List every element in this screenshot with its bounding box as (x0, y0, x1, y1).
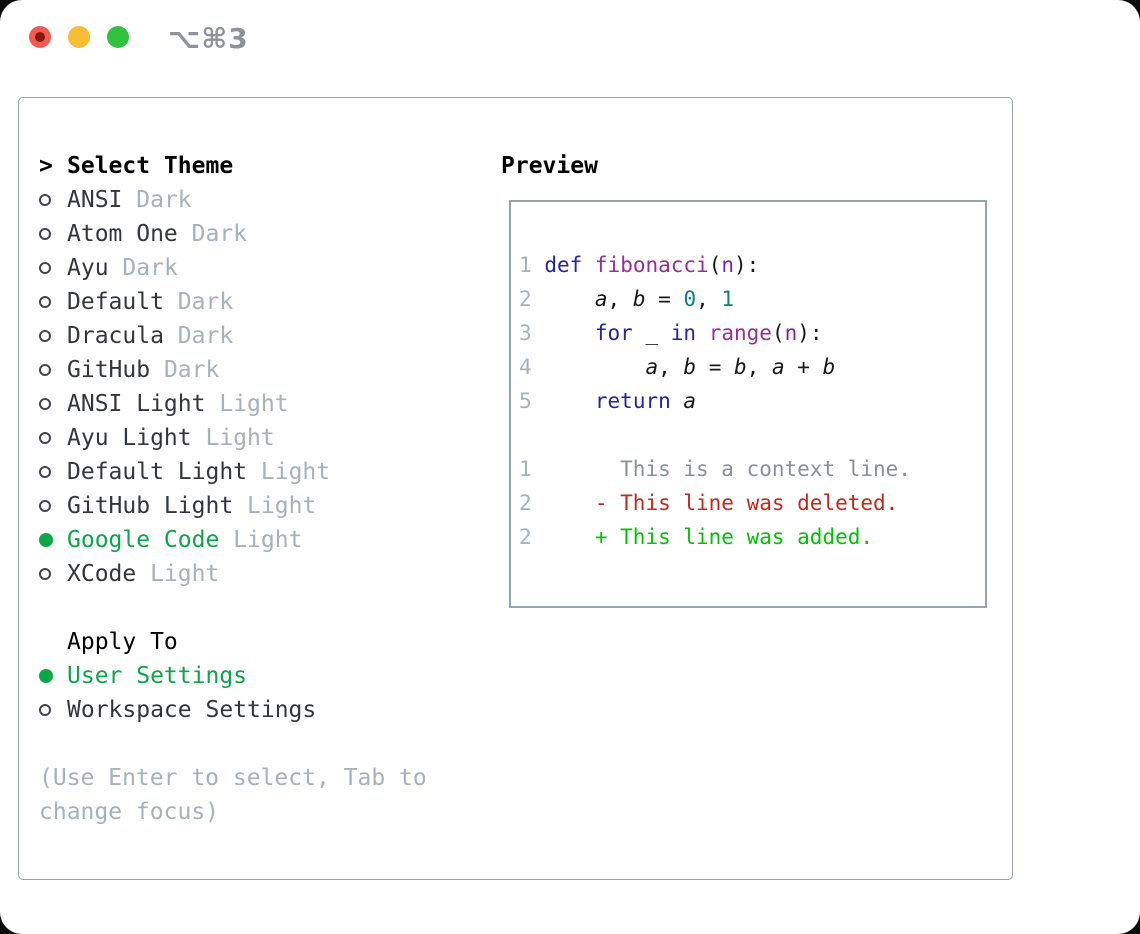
theme-item-default[interactable]: Default Dark (39, 285, 501, 319)
theme-item-ayu-light[interactable]: Ayu Light Light (39, 421, 501, 455)
apply-to-title: Apply To (67, 629, 178, 655)
theme-item-ansi[interactable]: ANSI Dark (39, 183, 501, 217)
line-number: 2 (519, 491, 532, 515)
code-line: 5 return a (519, 389, 697, 413)
apply-option-workspace-settings-label: Workspace Settings (67, 697, 317, 723)
theme-item-default-label: Default (67, 289, 164, 315)
theme-item-ayu-variant: Dark (122, 255, 178, 281)
code-line: 3 for _ in range(n): (519, 321, 823, 345)
theme-item-atom-one-variant: Dark (191, 221, 248, 247)
apply-option-user-settings-label: User Settings (67, 663, 248, 689)
theme-item-google-code-label: Google Code (67, 527, 220, 553)
line-number: 1 (519, 253, 532, 277)
preview-code: 1 def fibonacci(n): 2 a, b = 0, 1 3 for _ … (519, 248, 985, 418)
window-shortcut-label: ⌥⌘3 (168, 22, 249, 55)
theme-item-ansi-light[interactable]: ANSI Light Light (39, 387, 501, 421)
theme-item-ansi-variant: Dark (136, 187, 192, 213)
theme-item-default-variant: Dark (177, 289, 234, 315)
line-number: 1 (519, 457, 532, 481)
theme-item-github[interactable]: GitHub Dark (39, 353, 501, 387)
radio-icon (39, 296, 67, 308)
theme-item-github-light-variant: Light (247, 493, 317, 519)
minimize-button[interactable] (68, 26, 90, 48)
line-number: 3 (519, 321, 532, 345)
theme-item-xcode-label: XCode (67, 561, 137, 587)
preview-box: 1 def fibonacci(n): 2 a, b = 0, 1 3 for _ … (509, 200, 987, 608)
theme-item-ayu-light-label: Ayu Light (67, 425, 192, 451)
theme-item-github-light-label: GitHub Light (67, 493, 234, 519)
unsaved-dot-icon (35, 32, 45, 42)
help-line: change focus) (39, 799, 220, 825)
help-line: (Use Enter to select, Tab to (39, 765, 427, 791)
line-number: 4 (519, 355, 532, 379)
theme-item-atom-one-label: Atom One (67, 221, 178, 247)
theme-item-ayu-light-variant: Light (205, 425, 275, 451)
titlebar: ⌥⌘3 (0, 0, 1140, 74)
line-number: 5 (519, 389, 532, 413)
apply-option-user-settings[interactable]: User Settings (39, 659, 501, 693)
theme-item-google-code-variant: Light (233, 527, 303, 553)
theme-item-github-label: GitHub (67, 357, 151, 383)
theme-item-ansi-light-label: ANSI Light (67, 391, 206, 417)
radio-icon (39, 432, 67, 444)
diff-line-deleted: 2 - This line was deleted. (519, 491, 899, 515)
radio-selected-icon (39, 533, 67, 547)
radio-icon (39, 704, 67, 716)
radio-icon (39, 364, 67, 376)
theme-item-github-variant: Dark (163, 357, 220, 383)
theme-item-ansi-light-variant: Light (219, 391, 289, 417)
theme-item-atom-one[interactable]: Atom One Dark (39, 217, 501, 251)
theme-item-github-light[interactable]: GitHub Light Light (39, 489, 501, 523)
preview-panel: Preview 1 def fibonacci(n): 2 a, b = 0, 1… (501, 149, 988, 879)
theme-item-default-light-label: Default Light (67, 459, 248, 485)
line-number: 2 (519, 525, 532, 549)
code-line: 4 a, b = b, a + b (519, 355, 836, 379)
preview-title: Preview (501, 153, 598, 179)
fullscreen-button[interactable] (107, 26, 129, 48)
line-number: 2 (519, 287, 532, 311)
radio-icon (39, 194, 67, 206)
radio-icon (39, 262, 67, 274)
apply-option-workspace-settings[interactable]: Workspace Settings (39, 693, 501, 727)
theme-item-ayu[interactable]: Ayu Dark (39, 251, 501, 285)
radio-icon (39, 500, 67, 512)
theme-list-header-row: > Select Theme (39, 149, 501, 183)
radio-icon (39, 568, 67, 580)
preview-blank-line (519, 418, 985, 452)
theme-item-dracula[interactable]: Dracula Dark (39, 319, 501, 353)
theme-item-dracula-label: Dracula (67, 323, 164, 349)
close-button[interactable] (29, 26, 51, 48)
diff-line-added: 2 + This line was added. (519, 525, 874, 549)
radio-icon (39, 228, 67, 240)
theme-item-xcode[interactable]: XCode Light (39, 557, 501, 591)
theme-item-dracula-variant: Dark (177, 323, 234, 349)
code-line: 2 a, b = 0, 1 (519, 287, 735, 311)
radio-selected-icon (39, 669, 67, 683)
radio-icon (39, 466, 67, 478)
radio-icon (39, 398, 67, 410)
code-line: 1 def fibonacci(n): (519, 253, 760, 277)
diff-line-context: 1 This is a context line. (519, 457, 911, 481)
theme-item-google-code[interactable]: Google Code Light (39, 523, 501, 557)
theme-item-default-light[interactable]: Default Light Light (39, 455, 501, 489)
preview-diff: 1 This is a context line. 2 - This line w… (519, 452, 985, 554)
theme-item-ayu-label: Ayu (67, 255, 109, 281)
cursor-icon: > (39, 153, 53, 179)
theme-item-xcode-variant: Light (150, 561, 220, 587)
help-text: (Use Enter to select, Tab to change focus… (39, 761, 501, 829)
theme-item-ansi-label: ANSI (67, 187, 123, 213)
theme-item-default-light-variant: Light (260, 459, 331, 485)
radio-icon (39, 330, 67, 342)
theme-list-title: Select Theme (67, 153, 234, 179)
